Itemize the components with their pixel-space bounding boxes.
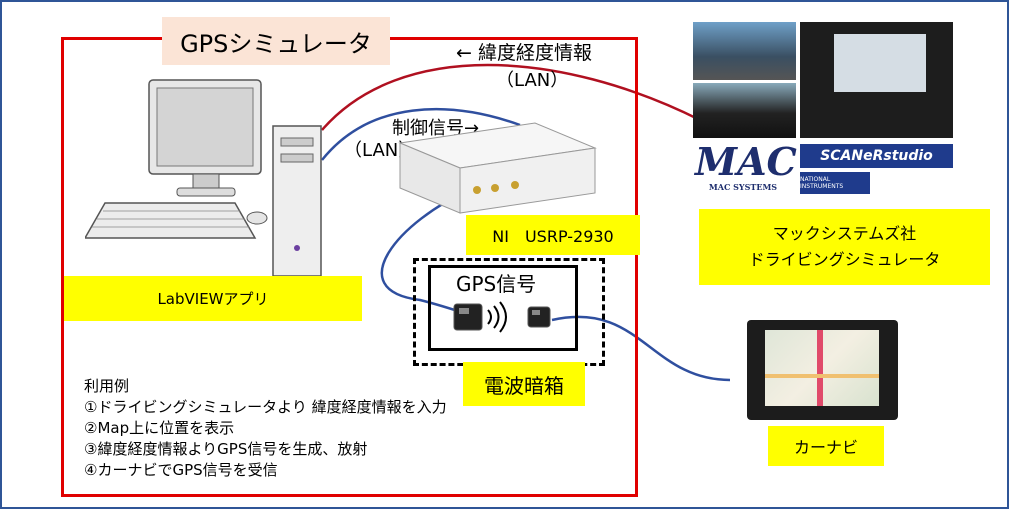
labview-app-label: LabVIEWアプリ [64, 276, 362, 321]
ni-logo: NATIONAL INSTRUMENTS [800, 172, 870, 194]
gps-antenna-icons [453, 301, 551, 333]
photo-cockpit [693, 83, 796, 138]
usage-heading: 利用例 [84, 377, 130, 395]
lan-label-top: （LAN） [496, 70, 569, 91]
usrp-device-illustration [398, 122, 597, 214]
shield-box-label: 電波暗箱 [463, 362, 585, 406]
desktop-pc-illustration [85, 79, 322, 277]
usage-item-2: ②Map上に位置を表示 [84, 419, 235, 437]
scaner-logo: SCANeRstudio [800, 144, 953, 168]
usage-item-3: ③緯度経度情報よりGPS信号を生成、放射 [84, 440, 368, 458]
car-nav-map [765, 330, 879, 406]
lan-label-ctrl: （LAN） [344, 140, 417, 161]
gps-signal-label: GPS信号 [456, 272, 537, 296]
car-nav-label: カーナビ [768, 426, 884, 466]
simulator-title: GPSシミュレータ [162, 17, 390, 65]
usrp-device-label: NI USRP-2930 [466, 215, 640, 255]
latlon-info-label: ← 緯度経度情報 [456, 42, 592, 64]
car-nav-device [747, 320, 898, 420]
usage-list: 利用例 ①ドライビングシミュレータより 緯度経度情報を入力 ②Map上に位置を表… [84, 376, 447, 481]
control-signal-label: 制御信号→ [392, 118, 480, 139]
vendor-name: マックシステムズ社 [772, 224, 917, 243]
vendor-simulator-label: マックシステムズ社 ドライビングシミュレータ [699, 209, 990, 285]
photo-simulator-seat [800, 22, 953, 138]
usage-item-1: ①ドライビングシミュレータより 緯度経度情報を入力 [84, 398, 447, 416]
shield-box-inner [428, 265, 578, 351]
photo-city-drive [693, 22, 796, 80]
vendor-product: ドライビングシミュレータ [748, 250, 941, 269]
driving-simulator-photos: MAC MAC SYSTEMS SCANeRstudio NATIONAL IN… [693, 22, 953, 196]
mac-logo: MAC MAC SYSTEMS [695, 139, 797, 194]
usage-item-4: ④カーナビでGPS信号を受信 [84, 461, 278, 479]
